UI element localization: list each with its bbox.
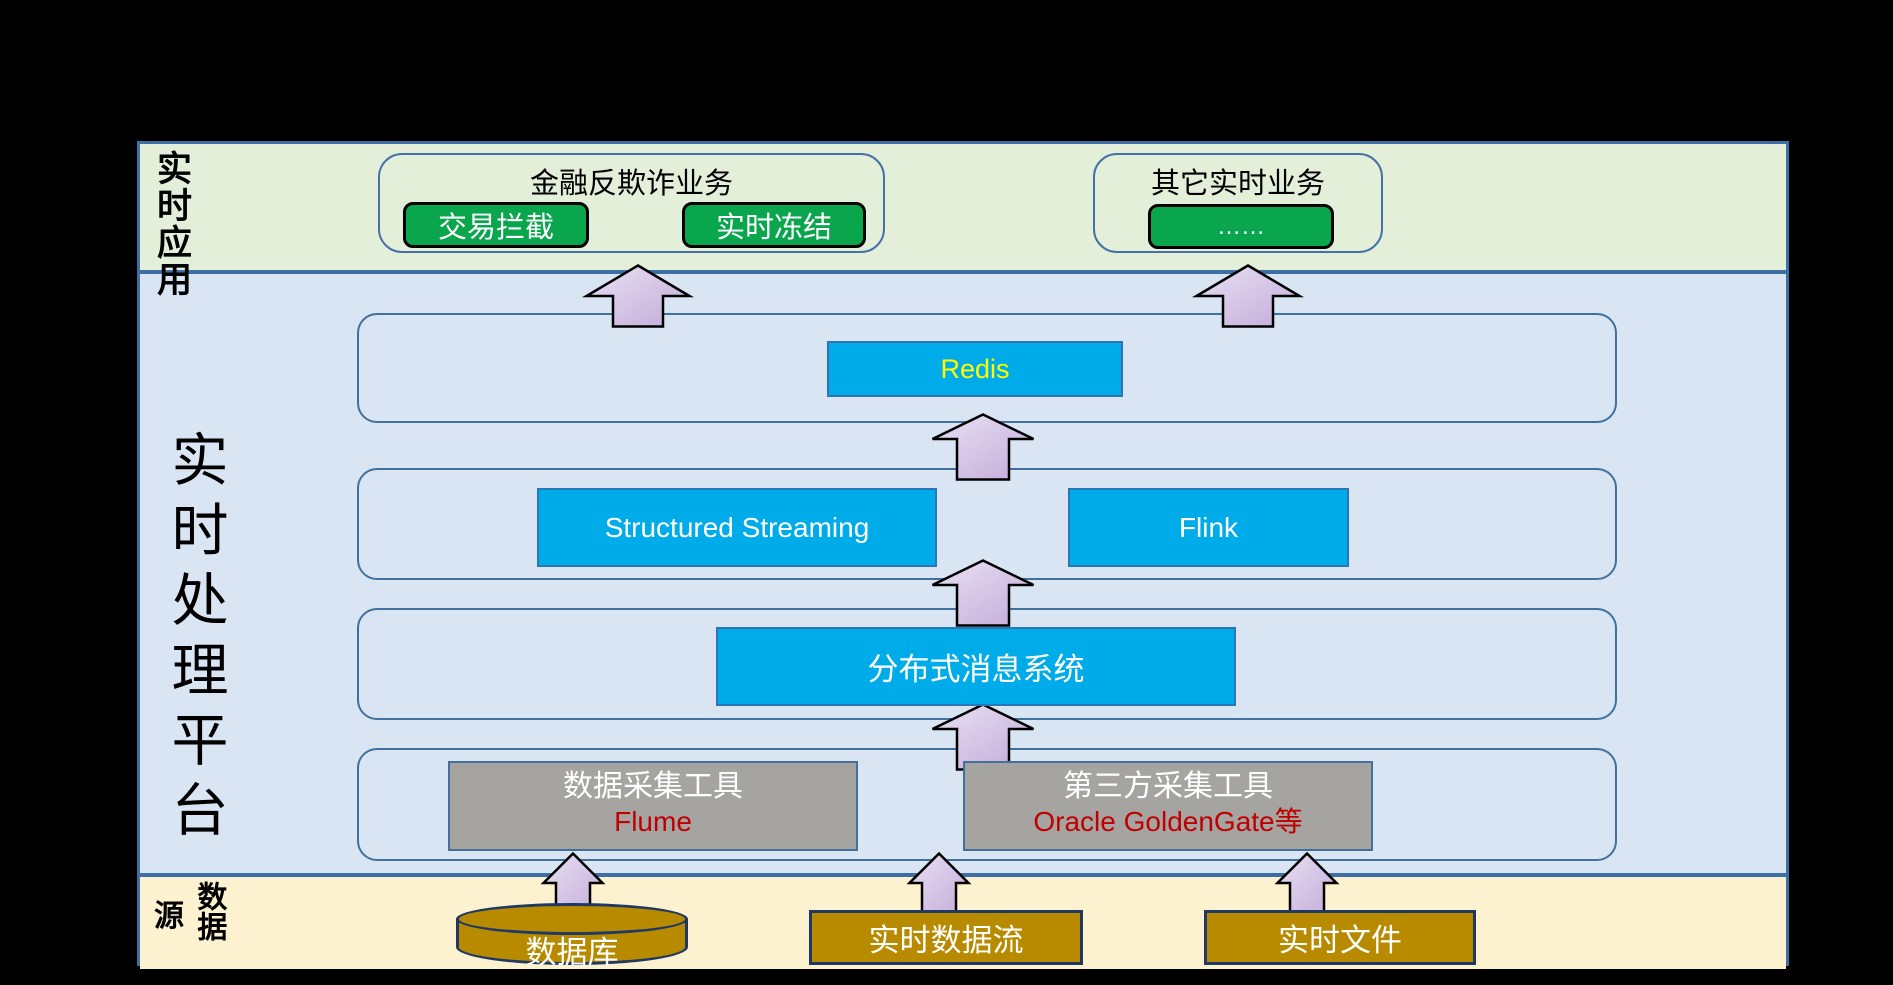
node-title: 数据采集工具	[563, 770, 743, 803]
node-redis[interactable]: Redis	[827, 341, 1123, 397]
divider-platform-sources	[140, 873, 1786, 877]
node-title: 第三方采集工具	[1063, 770, 1273, 803]
node-subtitle-flume: Flume	[614, 806, 692, 837]
label-realtime-platform: 实时处理平台	[163, 430, 227, 850]
source-realtime-stream[interactable]: 实时数据流	[809, 910, 1083, 965]
button-realtime-freeze[interactable]: 实时冻结	[682, 202, 866, 248]
up-arrow-to-other-realtime	[1191, 264, 1305, 328]
source-database-cylinder[interactable]: 数据库	[456, 903, 688, 970]
up-arrow-from-file	[1274, 851, 1340, 918]
divider-applications-platform	[140, 270, 1786, 274]
group-other-realtime-title: 其它实时业务	[1150, 168, 1325, 200]
node-data-collection-tool[interactable]: 数据采集工具 Flume	[448, 761, 858, 851]
cylinder-top	[456, 903, 688, 935]
group-finance-antifraud-title: 金融反欺诈业务	[529, 168, 733, 200]
node-flink[interactable]: Flink	[1068, 488, 1349, 567]
button-transaction-intercept[interactable]: 交易拦截	[403, 202, 589, 248]
node-thirdparty-collection-tool[interactable]: 第三方采集工具 Oracle GoldenGate等	[963, 761, 1373, 851]
up-arrow-from-stream	[906, 851, 972, 918]
label-data-sources-chars: 数据	[192, 881, 226, 941]
label-realtime-applications: 实时应用	[152, 150, 191, 298]
group-other-realtime: 其它实时业务 ……	[1093, 153, 1383, 253]
button-ellipsis[interactable]: ……	[1148, 204, 1334, 249]
node-distributed-messaging[interactable]: 分布式消息系统	[716, 627, 1236, 706]
source-database-label: 数据库	[525, 935, 619, 970]
group-finance-antifraud: 金融反欺诈业务 交易拦截 实时冻结	[378, 153, 885, 253]
node-structured-streaming[interactable]: Structured Streaming	[537, 488, 937, 567]
source-realtime-file[interactable]: 实时文件	[1204, 910, 1476, 965]
up-arrow-to-engines	[931, 559, 1035, 627]
up-arrow-to-antifraud	[581, 264, 695, 328]
node-subtitle-goldengate: Oracle GoldenGate等	[1033, 806, 1303, 837]
label-data-sources-char: 源	[154, 900, 184, 933]
up-arrow-to-redis	[931, 413, 1035, 481]
architecture-diagram: 实时应用 实时处理平台 数据 源 金融反欺诈业务 交易拦截 实时冻结 其它实时业…	[137, 141, 1789, 970]
